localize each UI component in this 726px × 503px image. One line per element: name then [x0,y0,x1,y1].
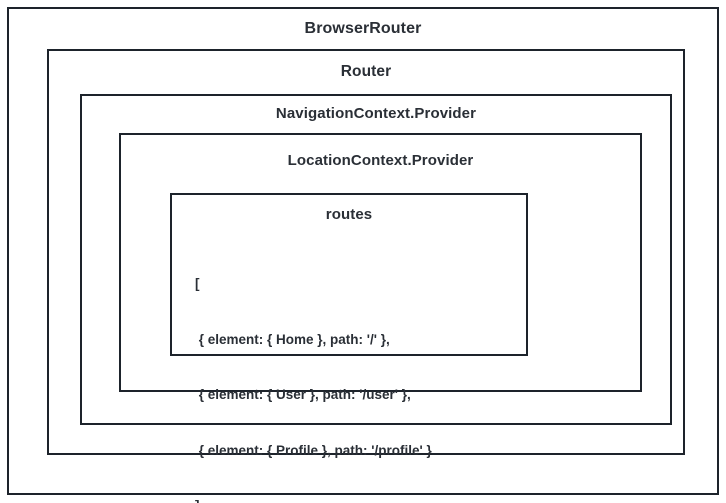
routes-code-line: { element: { Profile }, path: '/profile'… [195,442,432,458]
box-browserrouter: BrowserRouter Router NavigationContext.P… [7,7,719,503]
box-routes-label: routes [325,206,373,223]
box-router-label: Router [340,63,392,80]
routes-code-line: [ [195,276,200,291]
routes-code-line: ] [195,497,432,503]
box-location-context-provider-label: LocationContext.Provider [287,152,474,169]
routes-code-line: { element: { Home }, path: '/' }, [195,331,390,347]
box-navigation-context-provider: NavigationContext.Provider LocationConte… [80,94,672,503]
routes-code-line: { element: { User }, path: '/user' }, [195,387,411,402]
routes-code-block: [ { element: { Home }, path: '/' }, { el… [195,238,432,503]
box-navigation-context-provider-label: NavigationContext.Provider [275,105,477,122]
box-location-context-provider: LocationContext.Provider routes [ { elem… [119,133,642,503]
box-routes: routes [ { element: { Home }, path: '/' … [170,193,528,503]
box-browserrouter-label: BrowserRouter [304,20,422,37]
box-router: Router NavigationContext.Provider Locati… [47,49,685,503]
